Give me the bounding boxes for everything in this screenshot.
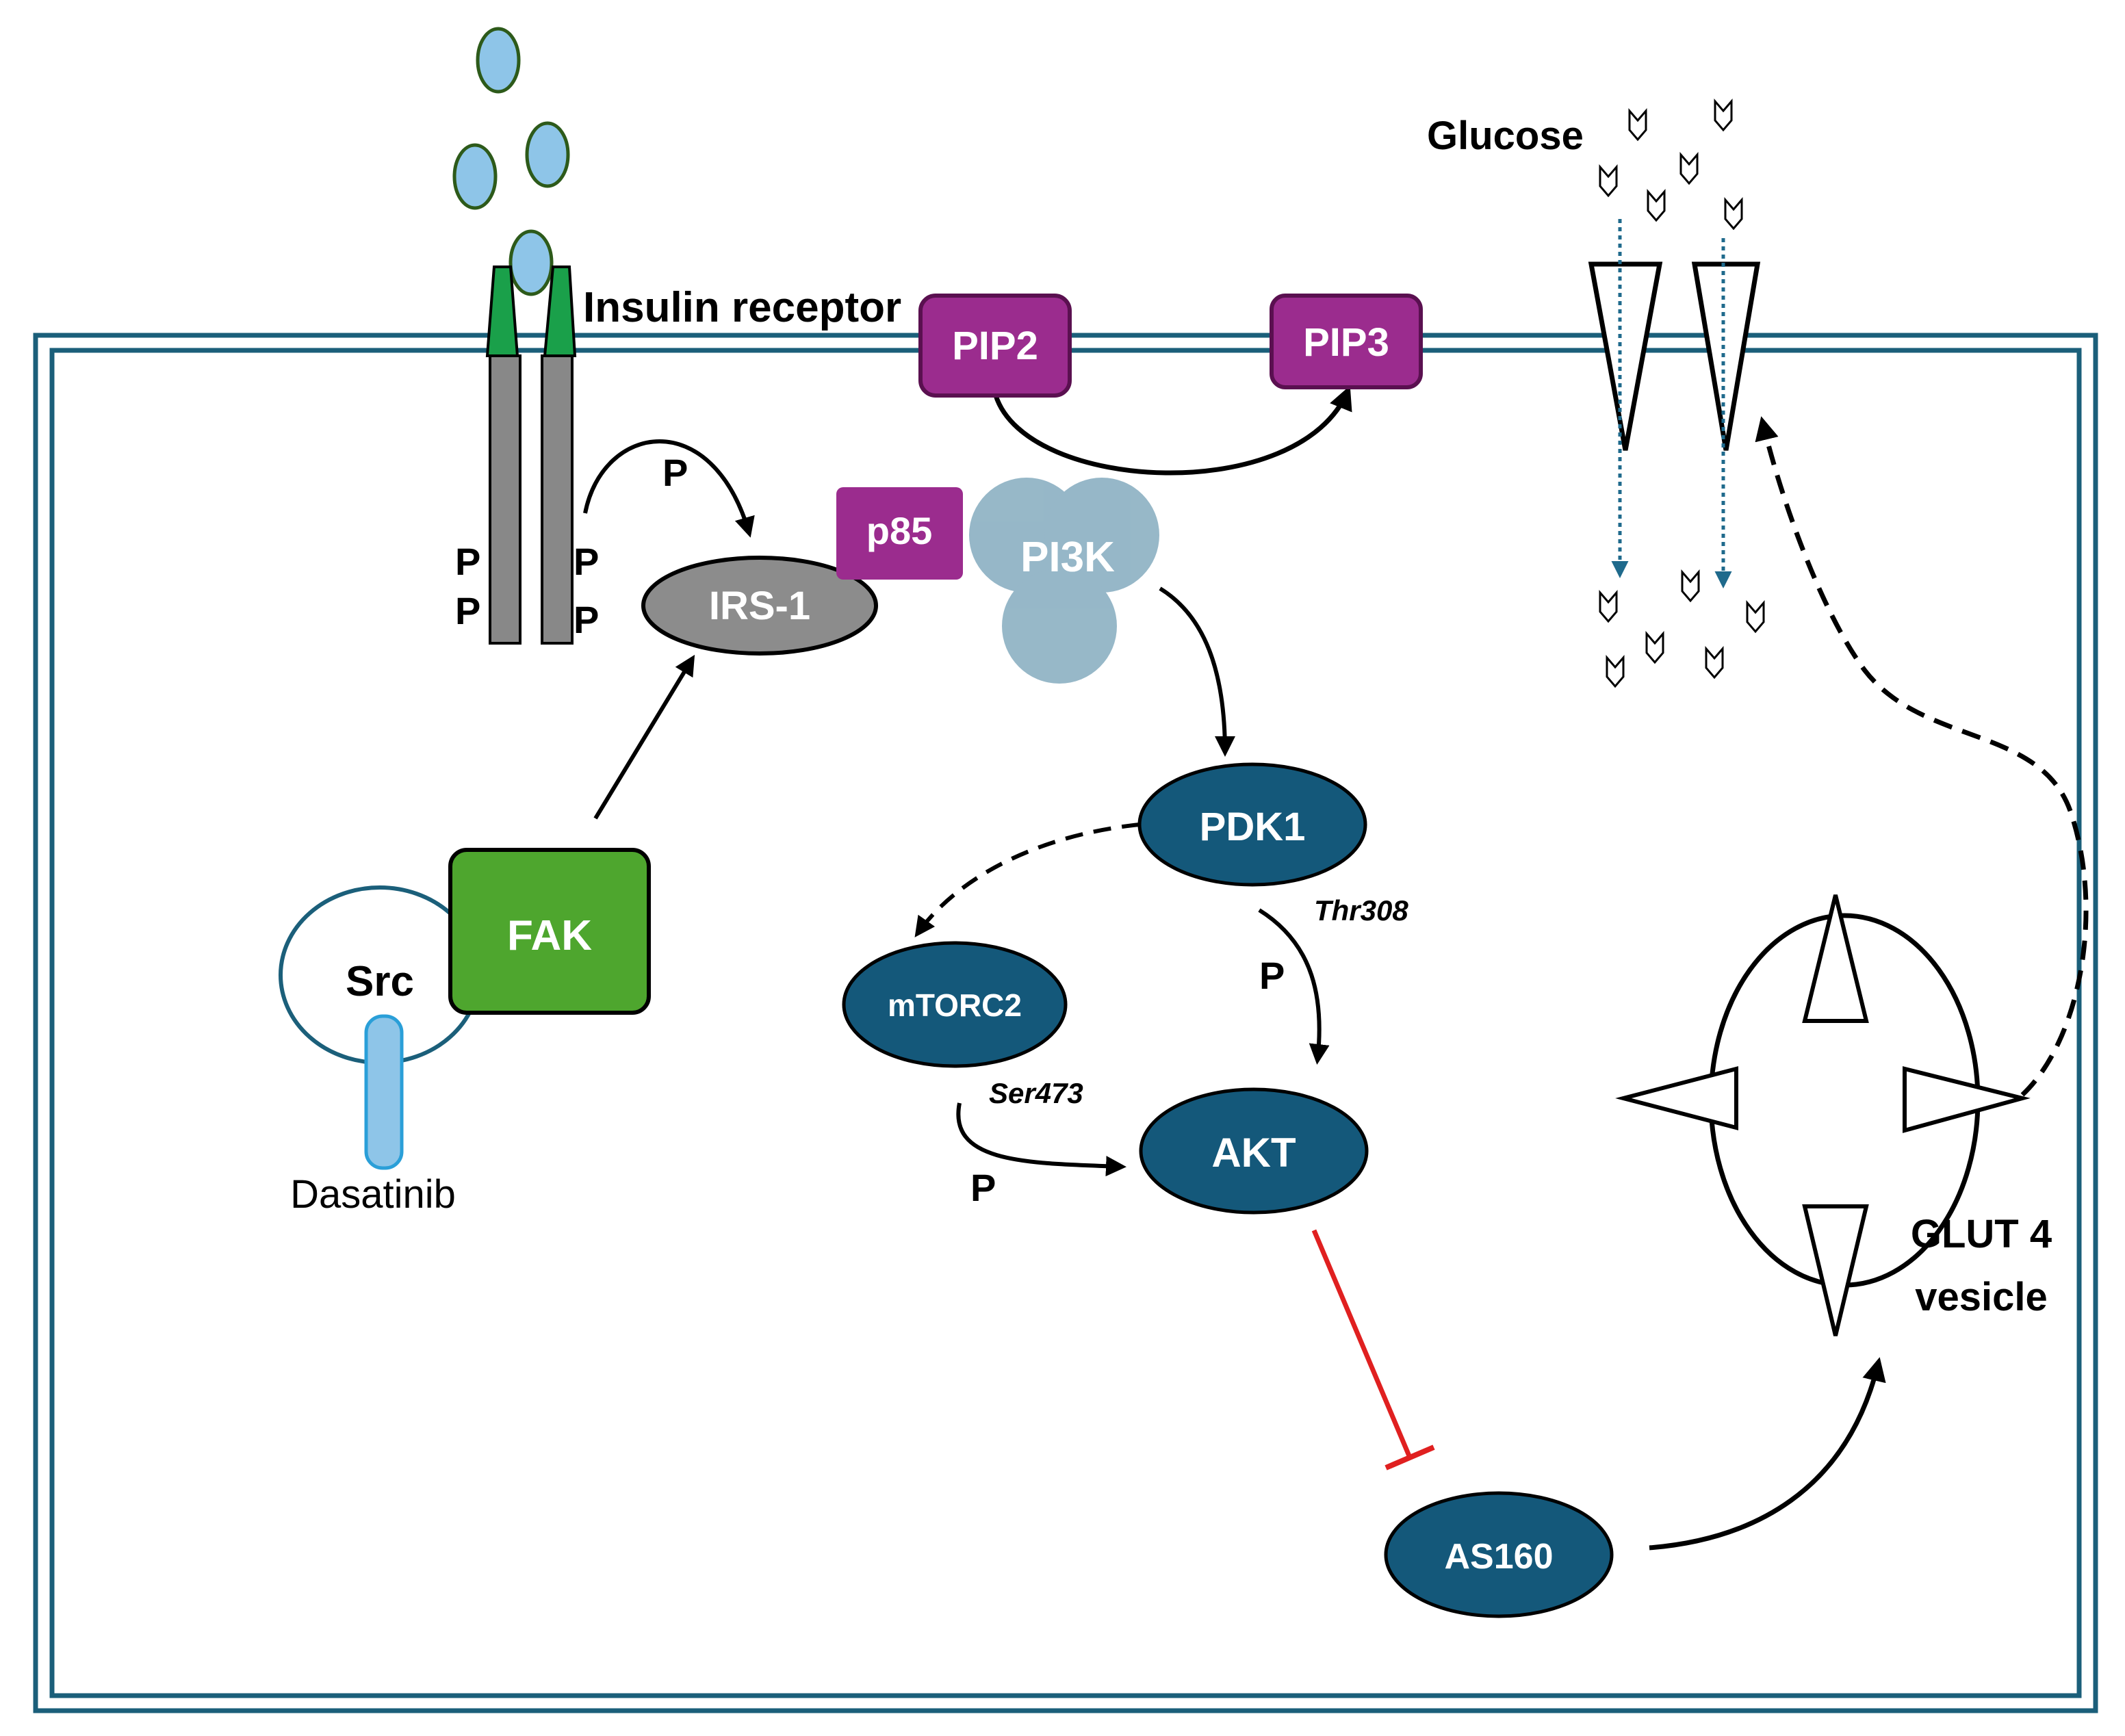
as160-node xyxy=(1384,1491,1614,1618)
glucose-molecule xyxy=(1606,654,1625,688)
glucose-molecule xyxy=(1679,151,1699,185)
glucose-molecule xyxy=(1724,196,1743,231)
glucose-molecule xyxy=(1681,569,1700,603)
pip2-label: PIP2 xyxy=(952,324,1038,368)
phospho-label: P xyxy=(455,540,480,583)
vesicle-transporter-right xyxy=(1903,1066,2031,1133)
receptor-beta-left xyxy=(489,354,521,645)
pip3-label: PIP3 xyxy=(1303,320,1389,365)
glucose-molecule xyxy=(1746,599,1765,634)
glut4-transporter xyxy=(1691,261,1761,451)
akt-node xyxy=(1139,1087,1369,1215)
pi3k-label: PI3K xyxy=(1020,534,1115,581)
insulin-molecule xyxy=(476,27,521,94)
receptor-alpha-right xyxy=(543,265,577,357)
inhibition-bar xyxy=(1385,1444,1435,1471)
vesicle-translocation-arrow xyxy=(1755,416,2089,1097)
pip3-node xyxy=(1270,294,1423,389)
fak-to-irs1-arrow xyxy=(593,654,695,820)
pi3k-subunit xyxy=(1002,569,1117,684)
irs1-node xyxy=(641,556,878,656)
vesicle-transporter-top xyxy=(1802,894,1869,1023)
phospho-label: P xyxy=(662,451,688,494)
as160-label: AS160 xyxy=(1445,1537,1554,1577)
glucose-molecule xyxy=(1645,630,1664,664)
pip2-node xyxy=(918,294,1072,398)
akt-inhibits-as160 xyxy=(1311,1229,1413,1459)
insulin-receptor-label: Insulin receptor xyxy=(583,284,901,331)
glut4-vesicle-label-line2: vesicle xyxy=(1915,1275,2048,1319)
insulin-molecules xyxy=(452,27,570,296)
glut4-transporter xyxy=(1588,261,1663,451)
pdk1-to-akt-arrow xyxy=(1258,908,1330,1065)
vesicle-transporter-left xyxy=(1615,1066,1738,1130)
insulin-molecule xyxy=(508,229,554,296)
dasatinib-label: Dasatinib xyxy=(290,1172,456,1217)
glucose-molecules-outside xyxy=(1599,98,1743,231)
glucose-molecule xyxy=(1647,188,1666,222)
p85-node xyxy=(836,487,963,580)
phospho-label: P xyxy=(574,540,599,583)
glucose-molecule xyxy=(1599,164,1618,198)
insulin-receptor xyxy=(485,265,577,645)
phospho-label: P xyxy=(574,598,599,641)
vesicle-transporter-bottom xyxy=(1802,1204,1869,1336)
p85-label: p85 xyxy=(866,509,933,552)
ser473-label: Ser473 xyxy=(989,1077,1083,1109)
pip2-to-pip3-arrow xyxy=(993,385,1352,476)
pdk1-label: PDK1 xyxy=(1200,805,1306,849)
pi3k-complex xyxy=(969,478,1159,684)
phospho-label: P xyxy=(1259,954,1285,997)
receptor-to-irs1-arrow xyxy=(583,439,755,538)
akt-label: AKT xyxy=(1211,1130,1296,1176)
phospho-label: P xyxy=(455,589,480,632)
irs1-label: IRS-1 xyxy=(709,584,810,628)
phospho-label: P xyxy=(970,1166,996,1209)
as160-to-glut4-arrow xyxy=(1649,1357,1886,1551)
mtorc2-to-akt-arrow xyxy=(956,1102,1126,1177)
fak-label: FAK xyxy=(507,912,592,959)
glucose-molecules-inside xyxy=(1599,569,1765,688)
glucose-molecule xyxy=(1714,98,1733,132)
pi3k-to-pdk1-arrow xyxy=(1159,586,1235,757)
receptor-alpha-left xyxy=(485,265,519,357)
src-label: Src xyxy=(346,958,414,1005)
pi3k-subunit xyxy=(1044,478,1159,593)
glucose-molecule xyxy=(1599,589,1618,623)
mtorc2-node xyxy=(842,941,1068,1068)
glucose-molecule xyxy=(1705,645,1724,679)
dasatinib-drug xyxy=(364,1014,404,1170)
insulin-molecule xyxy=(452,143,498,210)
glucose-label: Glucose xyxy=(1427,114,1584,158)
pdk1-to-mtorc2-arrow xyxy=(914,822,1140,937)
mtorc2-label: mTORC2 xyxy=(888,987,1022,1023)
thr308-label: Thr308 xyxy=(1314,894,1408,927)
glut4-vesicle-label-line1: GLUT 4 xyxy=(1911,1212,2052,1256)
glucose-molecule xyxy=(1628,107,1647,142)
fak-node xyxy=(448,848,651,1015)
receptor-beta-right xyxy=(541,354,574,645)
insulin-molecule xyxy=(525,121,570,188)
